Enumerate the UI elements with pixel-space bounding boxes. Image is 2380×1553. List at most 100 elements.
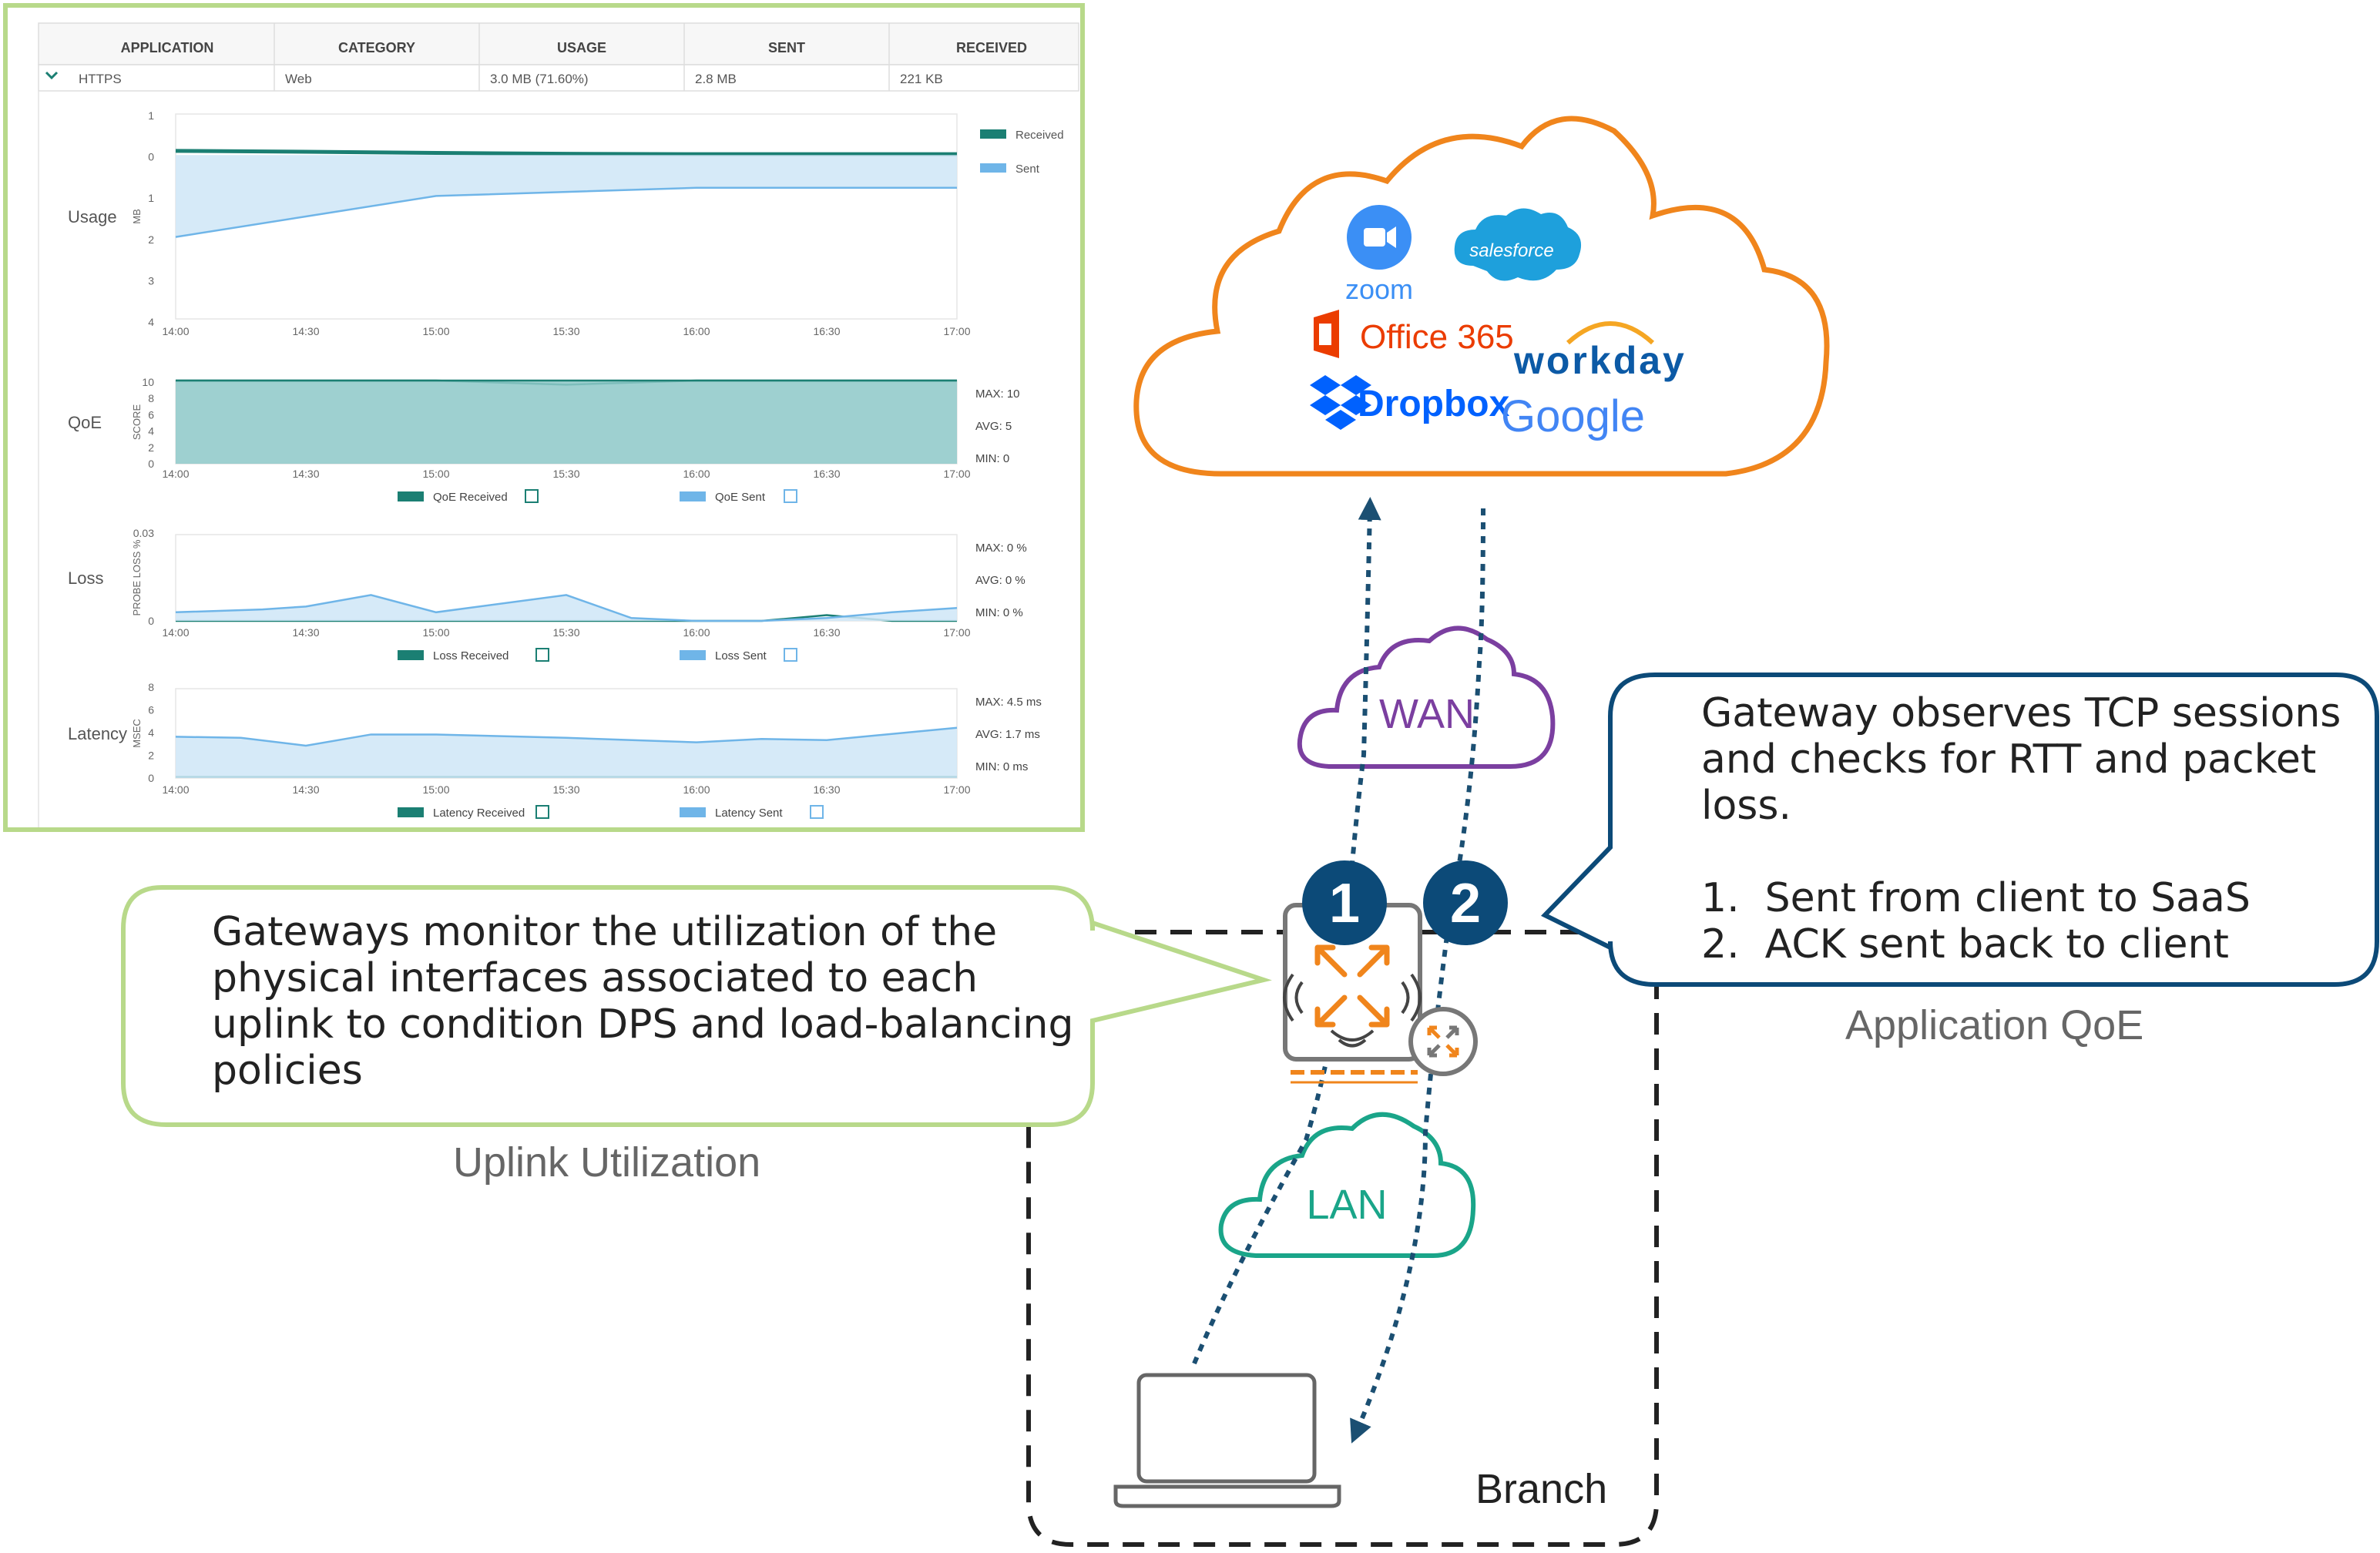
chart-xtick-1-1: 14:30	[292, 468, 319, 480]
chart-ytick-1-2: 6	[148, 408, 154, 421]
row-sent: 2.8 MB	[695, 72, 737, 86]
legend-swatch-sent	[980, 163, 1006, 173]
chart-xtick-3-6: 17:00	[943, 783, 970, 796]
chart-ytick-3-4: 0	[148, 772, 154, 784]
legend-label-3-1: Latency Sent	[715, 807, 783, 820]
chart-stat-2-0: MAX: 0 %	[975, 542, 1027, 555]
saas-cloud	[1133, 116, 1830, 477]
series-area-0-1	[176, 155, 957, 237]
wan-cloud	[1297, 626, 1556, 769]
chart-xtick-3-3: 15:30	[552, 783, 579, 796]
chart-xtick-1-5: 16:30	[813, 468, 840, 480]
chart-stat-1-1: AVG: 5	[975, 420, 1012, 433]
col-header-received[interactable]: RECEIVED	[956, 40, 1027, 55]
uplink-line-1: Gateways monitor the utilization of the	[212, 909, 998, 955]
chart-xtick-3-5: 16:30	[813, 783, 840, 796]
series-line-0-0	[175, 149, 957, 156]
workday-logo: workday	[1513, 321, 1684, 382]
branch-boundary	[1026, 930, 1659, 1547]
chart-ytick-2-0: 0.03	[133, 527, 154, 539]
branch-caption: Branch	[1475, 1466, 1608, 1512]
legend-check-3-0	[535, 805, 549, 819]
chart-stat-3-2: MIN: 0 ms	[975, 760, 1028, 773]
legend-check-3-1	[810, 805, 824, 819]
zoom-label: zoom	[1345, 273, 1413, 305]
legend-check-2-0	[535, 648, 549, 662]
series-line-2-1	[175, 594, 958, 622]
chart-ytick-0-5: 4	[148, 316, 154, 328]
chart-ytick-2-1: 0	[148, 615, 154, 627]
chart-xtick-3-1: 14:30	[292, 783, 319, 796]
laptop-icon	[1113, 1373, 1341, 1508]
flow-path-1	[1192, 497, 1381, 1365]
chart-xtick-3-2: 15:00	[422, 783, 449, 796]
chart-ytick-3-2: 4	[148, 726, 154, 739]
chart-xtick-2-6: 17:00	[943, 626, 970, 639]
chart-label-3: Latency	[68, 724, 127, 743]
wan-label: WAN	[1379, 691, 1475, 737]
chart-ylabel-3: MSEC	[131, 719, 143, 748]
chart-xtick-2-3: 15:30	[552, 626, 579, 639]
chart-xtick-2-1: 14:30	[292, 626, 319, 639]
google-label: Google	[1501, 391, 1645, 441]
chart-label-0: Usage	[68, 207, 117, 226]
series-area-1-1	[176, 381, 957, 464]
legend-label-received: Received	[1015, 129, 1064, 142]
dropbox-label: Dropbox	[1358, 384, 1510, 424]
uplink-line-2: physical interfaces associated to each	[212, 955, 979, 1001]
chart-xtick-2-5: 16:30	[813, 626, 840, 639]
col-header-category[interactable]: CATEGORY	[338, 40, 415, 55]
office365-logo: Office 365	[1314, 310, 1514, 358]
series-area-2-1	[176, 595, 957, 621]
lan-label: LAN	[1306, 1182, 1387, 1228]
legend-label-1-1: QoE Sent	[715, 491, 766, 504]
legend-label-2-0: Loss Received	[433, 649, 509, 662]
col-header-usage[interactable]: USAGE	[557, 40, 606, 55]
col-header-sent[interactable]: SENT	[768, 40, 805, 55]
uplink-callout-text: Gateways monitor the utilization of the …	[212, 909, 1073, 1094]
legend-swatch-received	[980, 129, 1006, 139]
chart-xtick-1-2: 15:00	[422, 468, 449, 480]
col-header-application[interactable]: APPLICATION	[121, 40, 214, 55]
uplink-line-4: policies	[212, 1048, 363, 1094]
lan-cloud	[1218, 1112, 1476, 1258]
legend-swatch-2-1	[680, 650, 706, 660]
google-logo: Google	[1501, 391, 1645, 441]
chart-stat-1-0: MAX: 10	[975, 387, 1020, 401]
chart-xtick-1-3: 15:30	[552, 468, 579, 480]
chart-xtick-0-3: 15:30	[552, 325, 579, 337]
wifi-icon	[1283, 973, 1422, 1048]
gateway-device	[1283, 903, 1478, 1084]
badge-2: 2	[1423, 860, 1508, 945]
chart-ytick-3-0: 8	[148, 681, 154, 693]
series-area-3-1	[176, 727, 957, 778]
chart-xtick-3-0: 14:00	[162, 783, 189, 796]
router-icon	[1408, 1007, 1478, 1076]
badge-1: 1	[1302, 860, 1387, 945]
chart-xtick-0-5: 16:30	[813, 325, 840, 337]
legend-check-2-1	[784, 648, 797, 662]
chart-xtick-1-0: 14:00	[162, 468, 189, 480]
chart-xtick-2-2: 15:00	[422, 626, 449, 639]
zoom-logo: zoom	[1345, 205, 1413, 305]
chart-stat-1-2: MIN: 0	[975, 452, 1009, 465]
qoe-callout-text: Gateway observes TCP sessions and checks…	[1701, 690, 2341, 968]
flow-path-2	[1350, 508, 1485, 1444]
chart-ytick-0-2: 1	[148, 192, 154, 204]
qoe-caption: Application QoE	[1845, 1002, 2144, 1048]
uplink-caption: Uplink Utilization	[453, 1139, 761, 1186]
qoe-line-3: loss.	[1701, 783, 1791, 829]
series-line-3-1	[175, 726, 958, 747]
dropbox-logo: Dropbox	[1310, 375, 1510, 430]
row-received: 221 KB	[900, 72, 943, 86]
chart-stat-3-0: MAX: 4.5 ms	[975, 696, 1042, 709]
chart-xtick-2-0: 14:00	[162, 626, 189, 639]
chart-ytick-0-1: 0	[148, 151, 154, 163]
chart-ytick-1-0: 10	[142, 376, 154, 388]
chart-label-2: Loss	[68, 569, 103, 588]
gateway-arrows-icon	[1314, 944, 1390, 1028]
chart-ytick-1-1: 8	[148, 392, 154, 404]
chevron-down-icon[interactable]	[45, 71, 59, 80]
chart-stat-2-1: AVG: 0 %	[975, 574, 1026, 587]
